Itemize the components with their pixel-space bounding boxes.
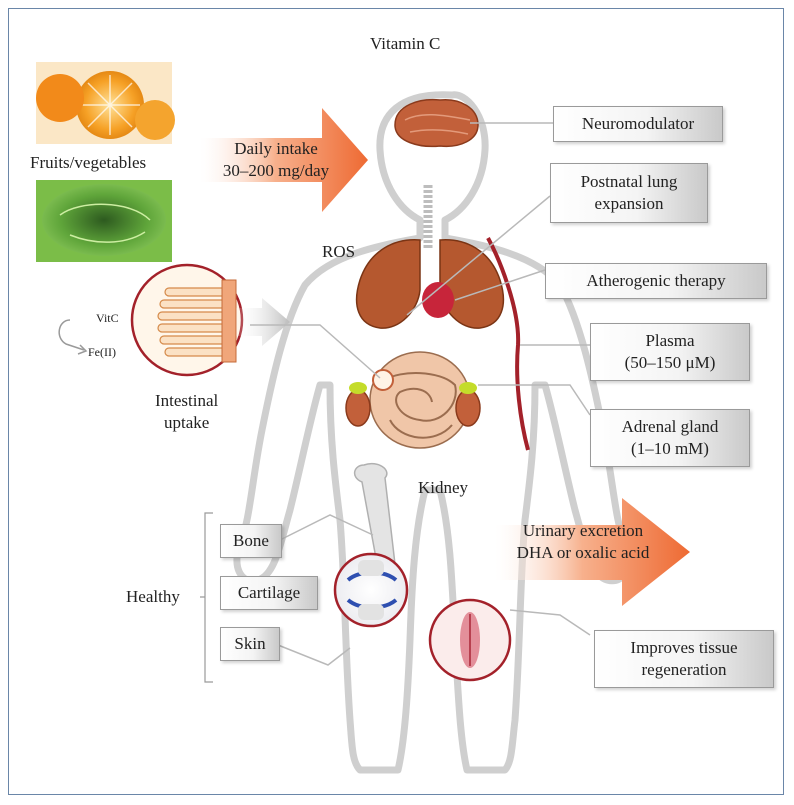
excretion-text: Urinary excretion DHA or oxalic acid xyxy=(498,520,668,564)
neuromodulator-box: Neuromodulator xyxy=(553,106,723,142)
brain xyxy=(395,100,478,147)
atherogenic-box: Atherogenic therapy xyxy=(545,263,767,299)
bone-box: Bone xyxy=(220,524,282,558)
lung-box: Postnatal lung expansion xyxy=(550,163,708,223)
neuromodulator-label: Neuromodulator xyxy=(582,113,694,135)
knee-inset xyxy=(335,554,407,626)
intake-line-2: 30–200 mg/day xyxy=(196,160,356,182)
orange-image xyxy=(36,62,175,144)
excretion-line-1: Urinary excretion xyxy=(498,520,668,542)
intestines xyxy=(370,352,470,448)
plasma-box: Plasma (50–150 μM) xyxy=(590,323,750,381)
intake-line-1: Daily intake xyxy=(196,138,356,160)
skin-label: Skin xyxy=(234,633,265,655)
uptake-line-1: Intestinal xyxy=(155,390,218,412)
tissue-box: Improves tissue regeneration xyxy=(594,630,774,688)
fe-label: Fe(II) xyxy=(88,345,116,359)
lung-line-1: Postnatal lung xyxy=(581,171,678,193)
figure-title: Vitamin C xyxy=(370,33,440,55)
adrenal-line-1: Adrenal gland xyxy=(622,416,719,438)
adrenal-line-2: (1–10 mM) xyxy=(631,438,709,460)
adrenal-box: Adrenal gland (1–10 mM) xyxy=(590,409,750,467)
intestinal-uptake-label: Intestinal uptake xyxy=(155,390,218,434)
bone-label: Bone xyxy=(233,530,269,552)
ros-label: ROS xyxy=(322,241,355,263)
cartilage-box: Cartilage xyxy=(220,576,318,610)
villi-inset xyxy=(132,265,242,375)
plasma-line-2: (50–150 μM) xyxy=(625,352,716,374)
excretion-line-2: DHA or oxalic acid xyxy=(498,542,668,564)
lung-line-2: expansion xyxy=(595,193,664,215)
kidney-label: Kidney xyxy=(418,477,468,499)
skin-box: Skin xyxy=(220,627,280,661)
food-label: Fruits/vegetables xyxy=(30,152,146,174)
vitc-label: VitC xyxy=(96,311,119,325)
lettuce-image xyxy=(36,180,172,262)
uptake-line-2: uptake xyxy=(155,412,218,434)
healthy-bracket xyxy=(200,513,213,682)
healthy-label: Healthy xyxy=(126,586,180,608)
cartilage-label: Cartilage xyxy=(238,582,300,604)
tissue-line-2: regeneration xyxy=(642,659,727,681)
plasma-line-1: Plasma xyxy=(645,330,694,352)
skin-inset xyxy=(430,600,510,680)
intake-text: Daily intake 30–200 mg/day xyxy=(196,138,356,182)
tissue-line-1: Improves tissue xyxy=(630,637,737,659)
atherogenic-label: Atherogenic therapy xyxy=(586,270,725,292)
